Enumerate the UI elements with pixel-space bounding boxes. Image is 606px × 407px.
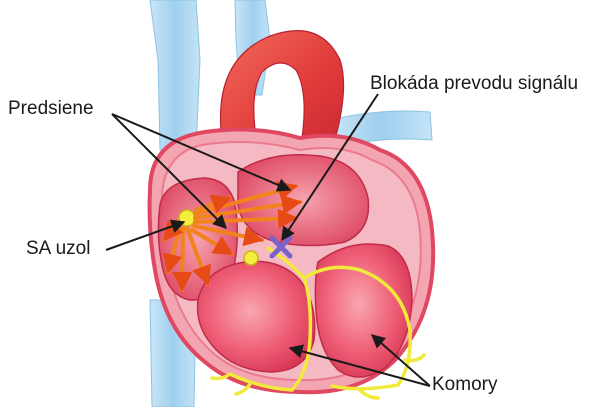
block-label: Blokáda prevodu signálu: [370, 73, 578, 95]
atria-label: Predsiene: [8, 98, 94, 120]
left-atrium: [238, 155, 369, 246]
ventricles-label: Komory: [432, 374, 497, 396]
superior-vena-cava: [150, 0, 200, 150]
sa-node-label: SA uzol: [26, 238, 90, 260]
av-node: [244, 251, 258, 265]
